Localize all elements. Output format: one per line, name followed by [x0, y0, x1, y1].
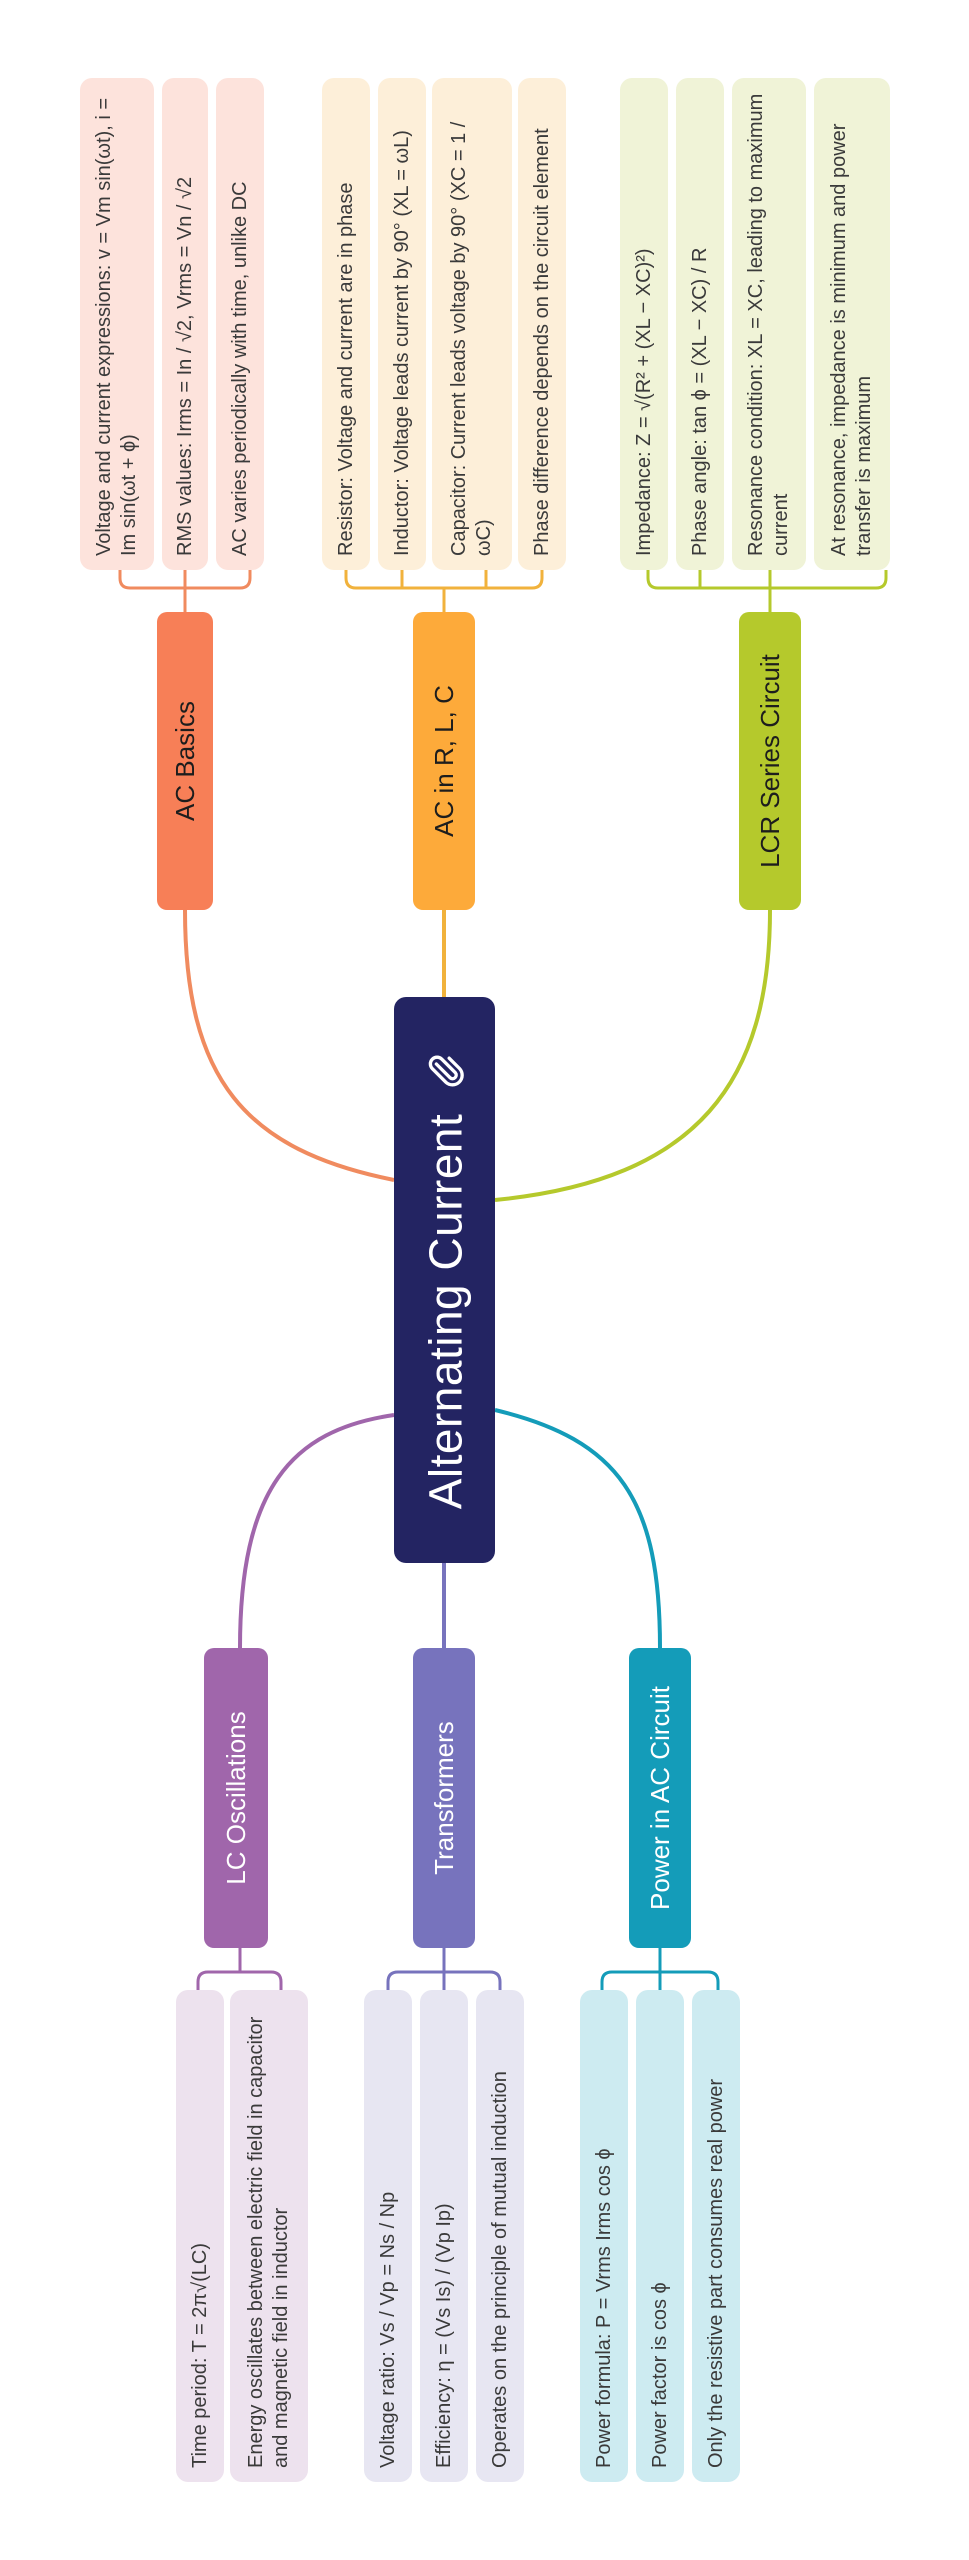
leaf-power-2: Power factor is cos ϕ	[636, 1990, 684, 2482]
connector-lc-osc	[238, 1413, 395, 1649]
branch-lc-osc[interactable]: LC Oscillations	[204, 1648, 268, 1948]
leaf-lcr-3: Resonance condition: XL = XC, leading to…	[732, 78, 806, 570]
leaf-transformers-1: Voltage ratio: Vs / Vp = Ns / Np	[364, 1990, 412, 2482]
branch-label: LCR Series Circuit	[754, 654, 785, 868]
leaf-ac-basics-2: RMS values: Irms = In / √2, Vrms = Vn / …	[162, 78, 208, 570]
leaf-power-3: Only the resistive part consumes real po…	[692, 1990, 740, 2482]
bracket-lc-osc	[196, 1948, 283, 1990]
branch-power[interactable]: Power in AC Circuit	[629, 1648, 691, 1948]
branch-transformers[interactable]: Transformers	[413, 1648, 475, 1948]
branch-lcr[interactable]: LCR Series Circuit	[739, 612, 801, 910]
connector-ac-basics	[183, 909, 395, 1182]
branch-label: AC Basics	[169, 701, 200, 821]
leaf-ac-basics-3: AC varies periodically with time, unlike…	[216, 78, 264, 570]
connector-lcr	[494, 909, 772, 1202]
leaf-transformers-2: Efficiency: η = (Vs Is) / (Vp Ip)	[420, 1990, 468, 2482]
branch-ac-basics[interactable]: AC Basics	[157, 612, 213, 910]
central-title: Alternating Current	[418, 1113, 471, 1509]
bracket-ac-rlc	[344, 570, 544, 612]
bracket-ac-basics	[118, 570, 252, 612]
bracket-transformers	[386, 1948, 502, 1990]
leaf-power-1: Power formula: P = Vrms Irms cos ϕ	[580, 1990, 628, 2482]
leaf-lcr-1: Impedance: Z = √(R² + (XL − XC)²)	[620, 78, 668, 570]
branch-ac-rlc[interactable]: AC in R, L, C	[413, 612, 475, 910]
leaf-ac-rlc-1: Resistor: Voltage and current are in pha…	[322, 78, 370, 570]
central-node[interactable]: Alternating Current	[394, 997, 495, 1563]
branch-label: Power in AC Circuit	[644, 1686, 675, 1910]
branch-label: LC Oscillations	[220, 1711, 251, 1885]
branch-label: Transformers	[428, 1721, 459, 1875]
leaf-transformers-3: Operates on the principle of mutual indu…	[476, 1990, 524, 2482]
leaf-lc-osc-1: Time period: T = 2π√(LC)	[176, 1990, 224, 2482]
leaf-lcr-4: At resonance, impedance is minimum and p…	[814, 78, 890, 570]
leaf-ac-basics-1: Voltage and current expressions: v = Vm …	[80, 78, 154, 570]
leaf-ac-rlc-4: Phase difference depends on the circuit …	[518, 78, 566, 570]
leaf-ac-rlc-3: Capacitor: Current leads voltage by 90° …	[432, 78, 512, 570]
branch-label: AC in R, L, C	[428, 685, 459, 837]
bracket-power	[600, 1948, 720, 1990]
paperclip-icon	[427, 1055, 463, 1087]
leaf-ac-rlc-2: Inductor: Voltage leads current by 90° (…	[378, 78, 426, 570]
leaf-lc-osc-2: Energy oscillates between electric field…	[230, 1990, 308, 2482]
bracket-lcr	[646, 570, 888, 612]
connector-power	[494, 1408, 662, 1649]
leaf-lcr-2: Phase angle: tan ϕ = (XL − XC) / R	[676, 78, 724, 570]
